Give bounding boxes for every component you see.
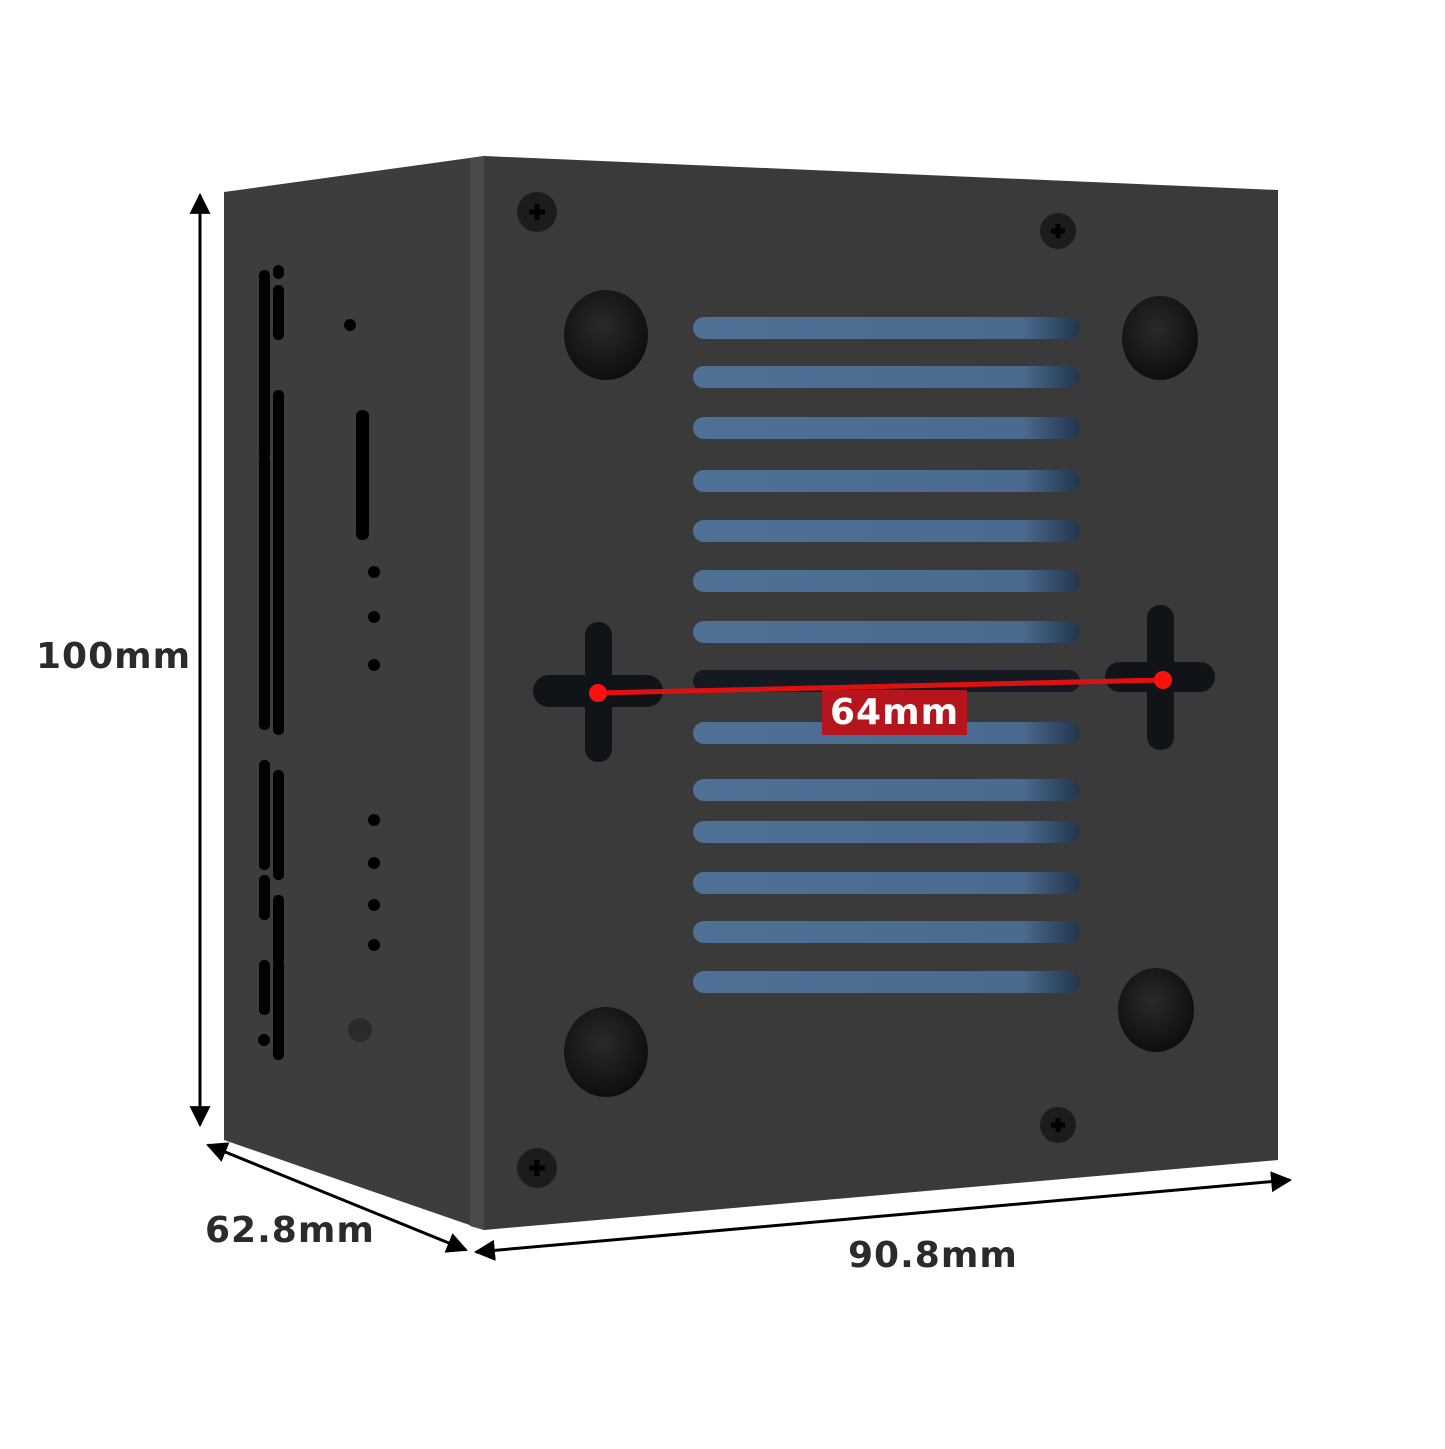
side-panel: [224, 156, 484, 1230]
mount-spacing-measure: [589, 671, 1172, 702]
height-dimension-label: 100mm: [36, 636, 192, 677]
depth-dimension-label: 62.8mm: [205, 1210, 375, 1251]
mount-spacing-label: 64mm: [822, 690, 968, 735]
dimension-arrows: [189, 192, 1293, 1261]
width-dimension-label: 90.8mm: [848, 1235, 1018, 1276]
vent-slots: [693, 317, 1080, 993]
rubber-feet: [564, 290, 1198, 1097]
